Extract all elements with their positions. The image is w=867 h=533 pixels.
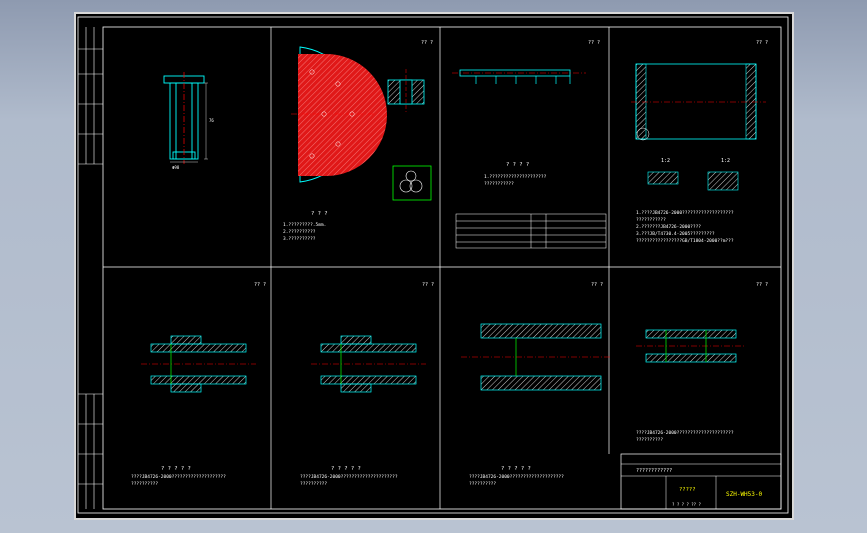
tube-sheet-section [291, 46, 387, 183]
sheet-marker: ?? ? [421, 40, 433, 46]
sheet-marker: ?? ? [756, 282, 768, 288]
outer-frame [77, 16, 789, 514]
note-line: 2.???????JB4726-2000???? [636, 224, 701, 230]
sheet-7: ?? ? ? ? ? ? ? ????JB4726-2000??????????… [461, 282, 611, 487]
note-line: ?????????? [300, 481, 327, 487]
note-line: ?????????? [469, 481, 496, 487]
nozzle-section-drawing [141, 335, 256, 393]
master-title-block: ???????????? ????? SZH-WH53-0 ? ? ? ? ??… [620, 453, 782, 510]
note-line: ??????????? [636, 217, 666, 223]
note-line: ?????????? [636, 437, 663, 443]
sheet-dividers [103, 27, 781, 509]
note-line: ????JB4726-2000???????????????????? [469, 474, 564, 480]
notes-title: ? ? ? ? [506, 162, 529, 168]
note-line: ?????????????????GB/T1804-2000??m??? [636, 238, 734, 244]
note-line: 3.???JB/T4730.4-2005????????? [636, 231, 715, 237]
sheet-3: ?? ? ? ? ? ? 1.????????????????????? ???… [452, 40, 607, 249]
pipe-section-drawing [636, 329, 746, 363]
section-mark: 1:2 [661, 158, 670, 164]
note-line: ????JB4726-2000???????????????????? [131, 474, 226, 480]
section-mark: 1:2 [721, 158, 730, 164]
baffle-plate-drawing [452, 69, 586, 84]
sheet-8: ?? ? ????JB4726-2000????????????????????… [636, 282, 768, 443]
title-block-header: ???????????? [636, 468, 672, 474]
sheet-marker: ?? ? [422, 282, 434, 288]
cad-drawing[interactable]: Φ98 76 ?? ? [76, 14, 792, 518]
dim-label: Φ98 [172, 165, 180, 170]
sheet-marker: ?? ? [588, 40, 600, 46]
dim-label: 76 [209, 118, 214, 123]
detail-view-a [387, 69, 425, 112]
notes-title: ? ? ? ? ? [331, 466, 361, 472]
detail-view-b [392, 165, 432, 201]
note-line: 1.????JB4726-2000??????????????????? [636, 210, 734, 216]
nozzle-section-drawing [461, 323, 611, 391]
sheet-4: ?? ? 1:2 1:2 1.????JB4726-2000??????????… [631, 40, 768, 244]
title-block-name: ????? [679, 487, 696, 493]
sheet-5: ?? ? ? ? ? ? ? ????JB4726-2000??????????… [131, 282, 266, 487]
sheet-marker: ?? ? [756, 40, 768, 46]
note-line: ??????????? [484, 181, 514, 187]
sheet-marker: ?? ? [254, 282, 266, 288]
notes-title: ? ? ? [311, 211, 328, 217]
left-margin-strip [78, 27, 103, 509]
note-line: 2.?????????? [283, 229, 316, 235]
sheet-2: ?? ? [283, 40, 433, 242]
sheet-marker: ?? ? [591, 282, 603, 288]
parts-list-table [455, 213, 607, 249]
notes-title: ? ? ? ? ? [161, 466, 191, 472]
inner-frame [102, 26, 782, 510]
note-line: ?????????? [131, 481, 158, 487]
title-block-footer: ? ? ? ? ?? ? [672, 502, 701, 507]
title-block-drawing-no: SZH-WH53-0 [726, 491, 763, 498]
drawing-sheet: Φ98 76 ?? ? [74, 12, 794, 520]
note-line: 1.????????????????????? [484, 174, 547, 180]
sheet-6: ?? ? ? ? ? ? ? ????JB4726-2000??????????… [300, 282, 434, 487]
note-line: 1.?????????.5mm. [283, 222, 326, 228]
note-line: 3.?????????? [283, 236, 316, 242]
shell-flange-drawing [631, 63, 766, 141]
section-detail [707, 171, 739, 191]
note-line: ????JB4726-2000????????????????????? [636, 430, 734, 436]
nozzle-section-drawing [311, 335, 426, 393]
notes-title: ? ? ? ? ? [501, 466, 531, 472]
sheet-1: Φ98 76 [163, 72, 214, 170]
section-detail [647, 171, 679, 185]
note-line: ????JB4726-2000????????????????????? [300, 474, 398, 480]
dimension-lines [170, 82, 208, 163]
